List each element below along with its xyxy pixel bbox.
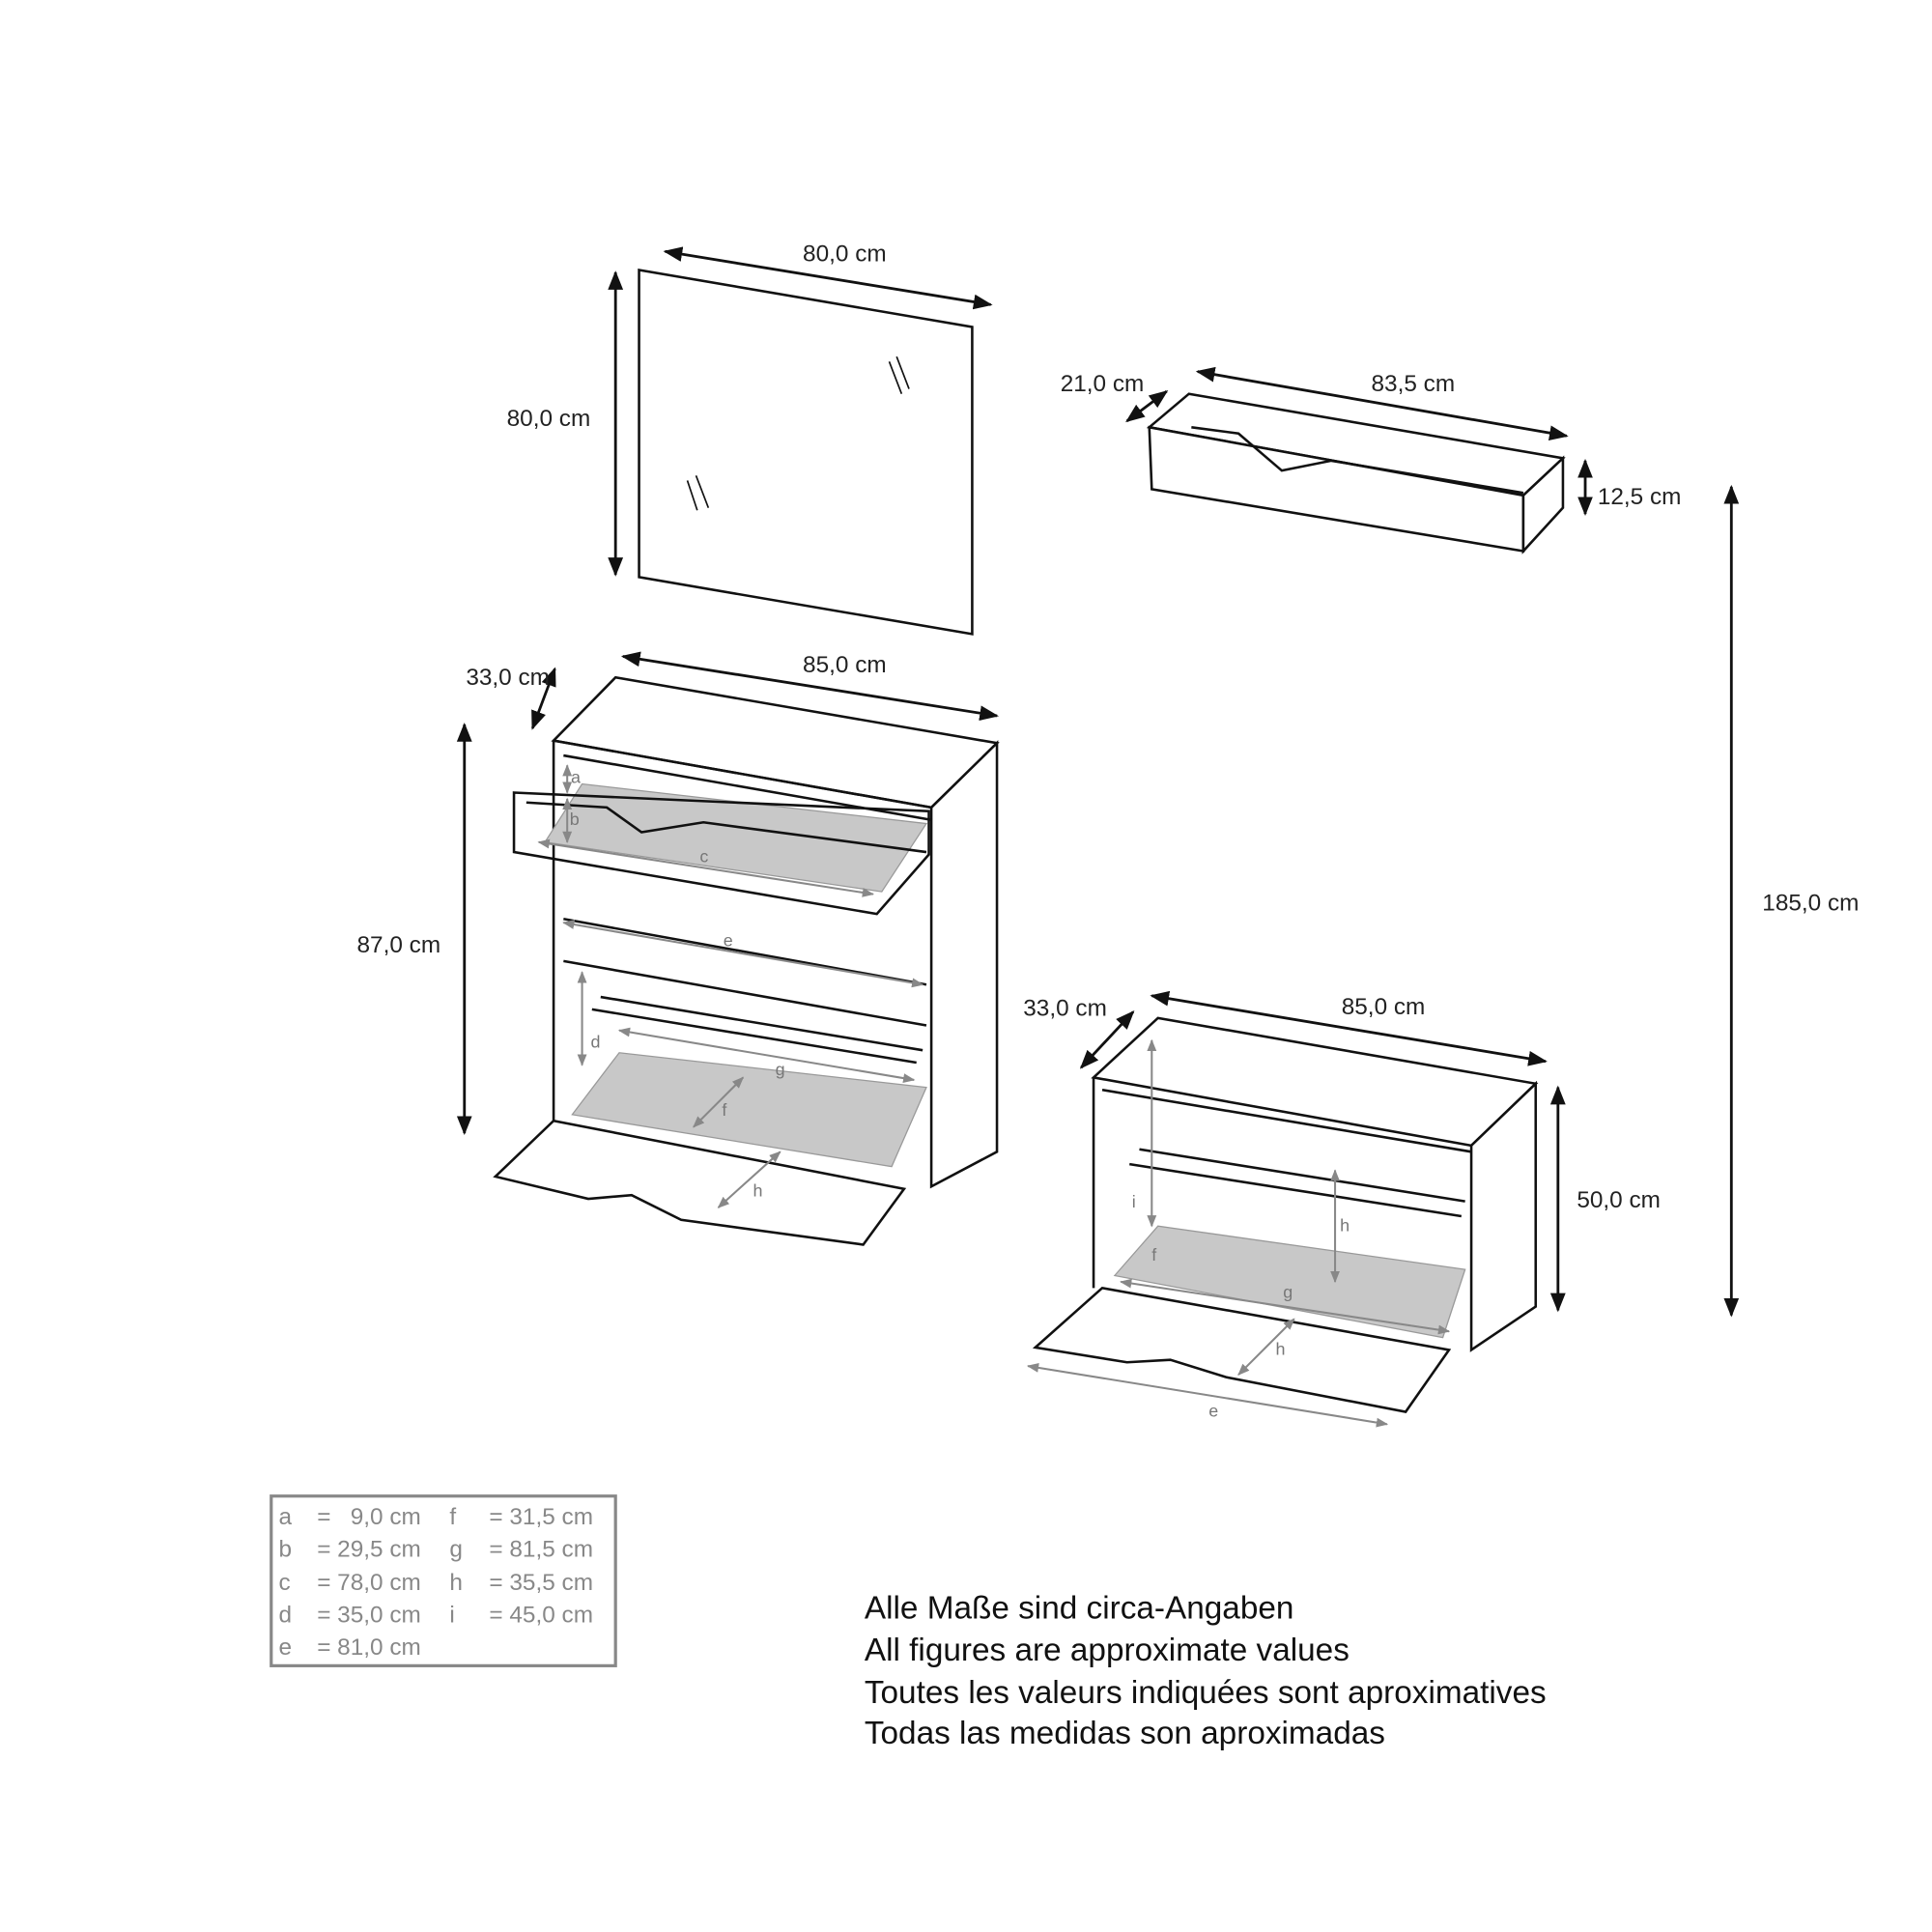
mirror-height-label: 80,0 cm bbox=[507, 406, 591, 432]
small-cabinet-height-label: 50,0 cm bbox=[1577, 1187, 1661, 1213]
legend-value: = 35,0 cm bbox=[317, 1602, 421, 1628]
legend-value: = 35,5 cm bbox=[489, 1570, 593, 1596]
label-f: f bbox=[722, 1100, 727, 1120]
label-c: c bbox=[699, 846, 708, 866]
label-h-small-flap: h bbox=[1276, 1340, 1286, 1359]
legend-key: c bbox=[278, 1570, 290, 1596]
note-en: All figures are approximate values bbox=[865, 1633, 1350, 1668]
total-height-label: 185,0 cm bbox=[1762, 890, 1859, 916]
shelf-height-label: 12,5 cm bbox=[1598, 484, 1682, 510]
wall-shelf: 83,5 cm 21,0 cm 12,5 cm bbox=[1061, 366, 1682, 554]
label-e: e bbox=[724, 930, 733, 950]
shelf-width-label: 83,5 cm bbox=[1372, 371, 1456, 397]
legend-key: g bbox=[449, 1537, 463, 1563]
legend-value: = 9,0 cm bbox=[317, 1504, 421, 1530]
legend-value: = 29,5 cm bbox=[317, 1537, 421, 1563]
mirror-width-label: 80,0 cm bbox=[803, 242, 887, 268]
large-shoe-cabinet: a b c e d g f h 85,0 cm 33,0 cm 87,0 cm bbox=[357, 651, 1000, 1246]
label-g: g bbox=[776, 1060, 785, 1079]
legend-value: = 81,5 cm bbox=[489, 1537, 593, 1563]
label-g-small: g bbox=[1283, 1283, 1293, 1302]
label-i: i bbox=[1132, 1192, 1136, 1211]
label-a: a bbox=[571, 767, 581, 786]
label-e-small: e bbox=[1208, 1402, 1218, 1421]
measurement-legend: a = 9,0 cm b = 29,5 cm c = 78,0 cm d = 3… bbox=[270, 1494, 617, 1667]
legend-key: h bbox=[449, 1570, 463, 1596]
legend-key: a bbox=[278, 1504, 292, 1530]
legend-key: f bbox=[449, 1504, 456, 1530]
note-de: Alle Maße sind circa-Angaben bbox=[865, 1591, 1294, 1627]
label-d: d bbox=[591, 1033, 601, 1052]
label-h-small: h bbox=[1340, 1215, 1350, 1235]
shelf-depth-label: 21,0 cm bbox=[1061, 371, 1145, 397]
legend-value: = 45,0 cm bbox=[489, 1602, 593, 1628]
legend-value: = 81,0 cm bbox=[317, 1634, 421, 1661]
label-f-small: f bbox=[1151, 1245, 1157, 1264]
approximate-values-note: Alle Maße sind circa-Angaben All figures… bbox=[865, 1591, 1547, 1751]
legend-value: = 78,0 cm bbox=[317, 1570, 421, 1596]
legend-key: e bbox=[278, 1634, 292, 1661]
legend-key: i bbox=[449, 1602, 454, 1628]
small-cabinet-width-label: 85,0 cm bbox=[1342, 994, 1426, 1020]
large-cabinet-width-label: 85,0 cm bbox=[803, 652, 887, 678]
label-h: h bbox=[753, 1180, 762, 1200]
note-fr: Toutes les valeurs indiquées sont aproxi… bbox=[865, 1675, 1547, 1711]
large-cabinet-depth-label: 33,0 cm bbox=[466, 665, 550, 691]
legend-column-left: a = 9,0 cm b = 29,5 cm c = 78,0 cm d = 3… bbox=[278, 1504, 420, 1661]
small-shoe-cabinet: i h f g h e 85,0 cm 33,0 cm 50,0 cm bbox=[1023, 990, 1661, 1428]
small-cabinet-depth-label: 33,0 cm bbox=[1023, 995, 1107, 1021]
legend-value: = 31,5 cm bbox=[489, 1504, 593, 1530]
large-cabinet-height-label: 87,0 cm bbox=[357, 932, 441, 958]
legend-key: d bbox=[278, 1602, 292, 1628]
legend-key: b bbox=[278, 1537, 292, 1563]
note-es: Todas las medidas son aproximadas bbox=[865, 1716, 1385, 1751]
mirror: 80,0 cm 80,0 cm bbox=[507, 242, 993, 636]
legend-column-right: f = 31,5 cm g = 81,5 cm h = 35,5 cm i = … bbox=[449, 1504, 593, 1628]
label-b: b bbox=[570, 810, 580, 829]
